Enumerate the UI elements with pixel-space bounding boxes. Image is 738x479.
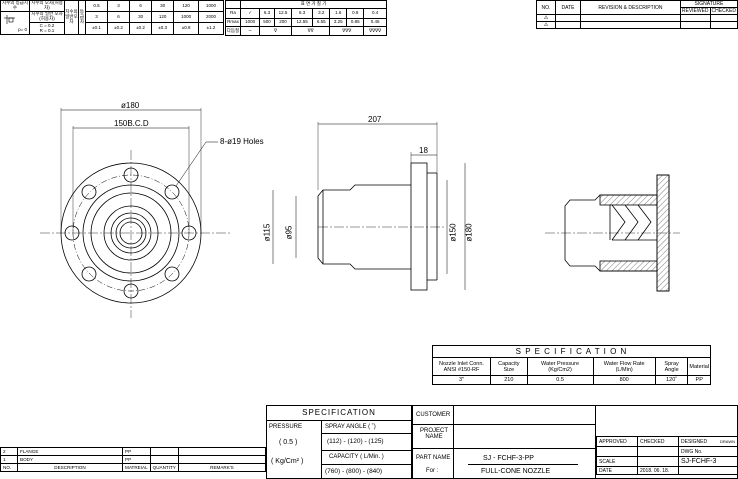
divider (413, 424, 595, 449)
dim-pcd: 150B.C.D (114, 119, 149, 128)
capacity-label: CAPACITY ( L/Min. ) (329, 454, 384, 460)
dim-bolt-od: ø180 (121, 101, 140, 110)
spec-header: Capacity Size (490, 357, 528, 376)
approved-label: APPROVED (596, 436, 638, 447)
bom-header: MATREIAL (122, 463, 151, 472)
title-block: CUSTOMER PROJECT NAME PART NAME For : SJ… (412, 405, 738, 479)
bom-material: PP (122, 447, 151, 456)
spec-value: 120˚ (654, 375, 689, 385)
capacity-value: (760) - (800) - (840) (325, 468, 383, 475)
dim-holes: 8-ø19 Holes (220, 137, 264, 146)
spray-angle-value: (112) - (120) - (125) (327, 438, 384, 445)
divider (322, 464, 411, 465)
dim-d115: ø115 (262, 223, 272, 242)
scale-label: SCALE (596, 456, 638, 467)
spec-value: 0.5 (526, 375, 594, 385)
table-row: 1 BODY PP (0, 455, 267, 464)
signoff-table: APPROVED CHECKED DESIGNED DRAWN DWG No. … (596, 436, 738, 475)
table-row: 2 FLANGE PP (0, 447, 267, 456)
spec-value: 800 (592, 375, 656, 385)
dim-d180: ø180 (464, 223, 474, 242)
bom-qty (149, 455, 179, 464)
spec-header: Material (687, 357, 711, 376)
tolerance-value: ±0.3 (151, 22, 175, 35)
fraction-a: C = 0.2 (39, 22, 55, 28)
divider (322, 433, 411, 434)
bom-header: NO. (0, 463, 18, 472)
date-value: 2018. 06. 18. (637, 466, 679, 475)
front-view (40, 108, 230, 318)
revision-table: NO. DATE REVISION & DESCRIPTION SIGNATUR… (536, 0, 738, 29)
checked-label: CHECKED (637, 436, 679, 447)
spray-angle-label: SPRAY ANGLE ( ˚) (325, 424, 376, 430)
p-label: p= 0 (18, 27, 27, 33)
section-view (545, 174, 680, 292)
for-label: For : (426, 468, 439, 474)
finish-symbol: ∇∇∇∇ (363, 26, 387, 36)
tolerance-value: ±0.2 (129, 22, 153, 35)
pressure-label: PRESSURE (269, 424, 303, 430)
dim-flange-thickness: 18 (419, 146, 428, 155)
dwg-no: SJ-FCHF-3 (678, 456, 738, 467)
spec-value: PP (687, 375, 711, 385)
pressure-value: ( 0.5 ) (279, 439, 298, 446)
bom-table: 2 FLANGE PP 1 BODY PP NO. DESCRIPTION MA… (0, 447, 267, 472)
bom-remark (177, 447, 267, 456)
table-header: 치수의 일반오차 (64, 0, 79, 35)
part-desc: FULL-CONE NOZZLE (481, 468, 551, 475)
divider (595, 406, 596, 478)
dim-length: 207 (368, 115, 382, 124)
spec-header: Water Flow Rate (L/Min) (592, 357, 656, 376)
bom-header: QUANTITY (149, 463, 179, 472)
bom-desc: BODY (17, 455, 123, 464)
side-view (272, 122, 466, 291)
spec-block-title: SPECIFICATION (267, 406, 411, 421)
bom-material: PP (122, 455, 151, 464)
tolerance-table: 치수의 등급치수 치수의 오차(허용차) 치수의 일반오차 등 급 차 0.5 … (0, 0, 224, 35)
table-header-row: NO. DESCRIPTION MATREIAL QUANTITY REMARK… (0, 463, 267, 472)
fraction-b: R = 0.1 (39, 27, 55, 33)
designed-label: DESIGNED DRAWN (678, 436, 738, 447)
datum-symbol: p= 0 (0, 11, 30, 35)
project-label: PROJECT NAME (419, 428, 448, 440)
spec-table-small: S P E C I F I C A T I O N Nozzle Inlet C… (432, 345, 711, 385)
divider (413, 406, 595, 425)
bom-qty (149, 447, 179, 456)
date-label: DATE (596, 466, 638, 475)
spec-header: Nozzle Inlet Conn. ANSI #150-RF (432, 357, 491, 376)
dim-d95: ø95 (284, 225, 294, 240)
spec-value: 3" (432, 375, 491, 385)
tolerance-value: ±0.2 (107, 22, 131, 35)
part-label: PART NAME (416, 455, 451, 461)
spec-header: Water Pressure (Kg/Cm2) (526, 357, 594, 376)
spec-title: S P E C I F I C A T I O N (432, 345, 711, 358)
bom-remark (177, 455, 267, 464)
divider (322, 450, 411, 451)
divider (468, 464, 578, 465)
pressure-unit: ( Kg/Cm² ) (271, 458, 304, 465)
dwg-label: DWG No. (678, 446, 738, 457)
finish-symbol: ∇∇∇ (329, 26, 365, 36)
divider (321, 420, 322, 478)
spec-block: SPECIFICATION PRESSURE ( 0.5 ) ( Kg/Cm² … (266, 405, 412, 479)
label-column (413, 406, 454, 478)
bom-header: DESCRIPTION (17, 463, 123, 472)
customer-label: CUSTOMER (416, 412, 451, 418)
part-name: SJ - FCHF-3-PP (483, 455, 534, 462)
spec-value: 210 (490, 375, 528, 385)
bom-desc: FLANGE (17, 447, 123, 456)
drawn-label: DRAWN (720, 438, 735, 444)
bom-no: 1 (0, 455, 18, 464)
finish-symbol: ∇∇ (290, 26, 331, 36)
bom-header: REMARK'S (177, 463, 267, 472)
designed-text: DESIGNED (681, 438, 708, 445)
tolerance-value: ±1.2 (198, 22, 224, 35)
bom-no: 2 (0, 447, 18, 456)
dim-d150: ø150 (448, 223, 458, 242)
spec-header: Spray Angle (654, 357, 689, 376)
